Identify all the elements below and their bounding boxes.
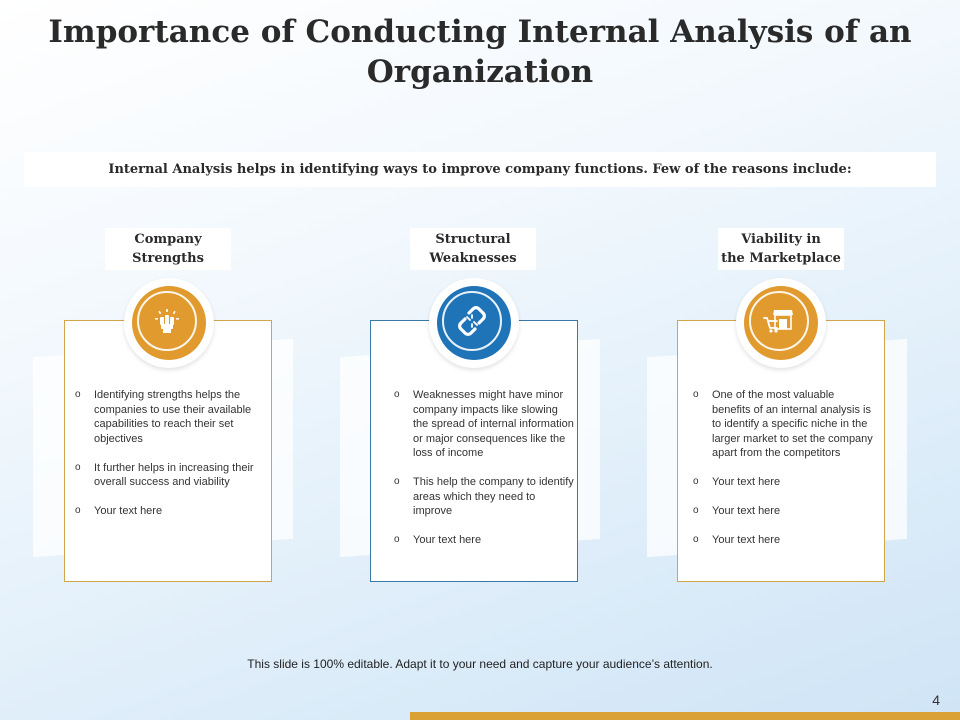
- card-shadow-panel: [33, 338, 293, 558]
- label-line-1: Company: [134, 232, 202, 247]
- list-item: Your text here: [693, 475, 873, 490]
- list-item: Identifying strengths helps the companie…: [75, 388, 255, 446]
- card-shadow-panel: [647, 338, 907, 558]
- list-item: Your text here: [693, 533, 873, 548]
- subtitle-text: Internal Analysis helps in identifying w…: [108, 162, 852, 177]
- list-item: It further helps in increasing their ove…: [75, 461, 255, 490]
- bullet-list-weaknesses: Weaknesses might have minor company impa…: [394, 388, 574, 562]
- slide-title: Importance of Conducting Internal Analys…: [48, 14, 912, 90]
- subtitle-banner: Internal Analysis helps in identifying w…: [24, 152, 936, 187]
- card-strengths: [64, 320, 272, 582]
- badge-strengths: [124, 278, 214, 368]
- page-number: 4: [932, 692, 940, 708]
- label-line-2: the Marketplace: [721, 251, 841, 266]
- list-item: Weaknesses might have minor company impa…: [394, 388, 574, 461]
- bullet-list-viability: One of the most valuable benefits of an …: [693, 388, 873, 562]
- badge-weaknesses: [429, 278, 519, 368]
- label-viability-marketplace: Viability in the Marketplace: [718, 228, 844, 270]
- broken-link-icon: [458, 306, 486, 336]
- label-line-2: Strengths: [132, 251, 204, 266]
- list-item: One of the most valuable benefits of an …: [693, 388, 873, 461]
- strength-fist-icon: [155, 309, 179, 333]
- label-line-1: Viability in: [741, 232, 821, 247]
- shop-cart-icon: [763, 310, 793, 333]
- list-item: Your text here: [394, 533, 574, 548]
- label-company-strengths: Company Strengths: [105, 228, 231, 270]
- bullet-list-strengths: Identifying strengths helps the companie…: [75, 388, 255, 533]
- card-viability: [677, 320, 885, 582]
- footer-note: This slide is 100% editable. Adapt it to…: [247, 657, 713, 671]
- label-line-2: Weaknesses: [429, 251, 517, 266]
- list-item: Your text here: [693, 504, 873, 519]
- list-item: This help the company to identify areas …: [394, 475, 574, 519]
- list-item: Your text here: [75, 504, 255, 519]
- label-structural-weaknesses: Structural Weaknesses: [410, 228, 536, 270]
- badge-viability: [736, 278, 826, 368]
- card-weaknesses: [370, 320, 578, 582]
- bottom-accent-bar: [410, 712, 960, 720]
- label-line-1: Structural: [435, 232, 511, 247]
- card-shadow-panel: [340, 338, 600, 558]
